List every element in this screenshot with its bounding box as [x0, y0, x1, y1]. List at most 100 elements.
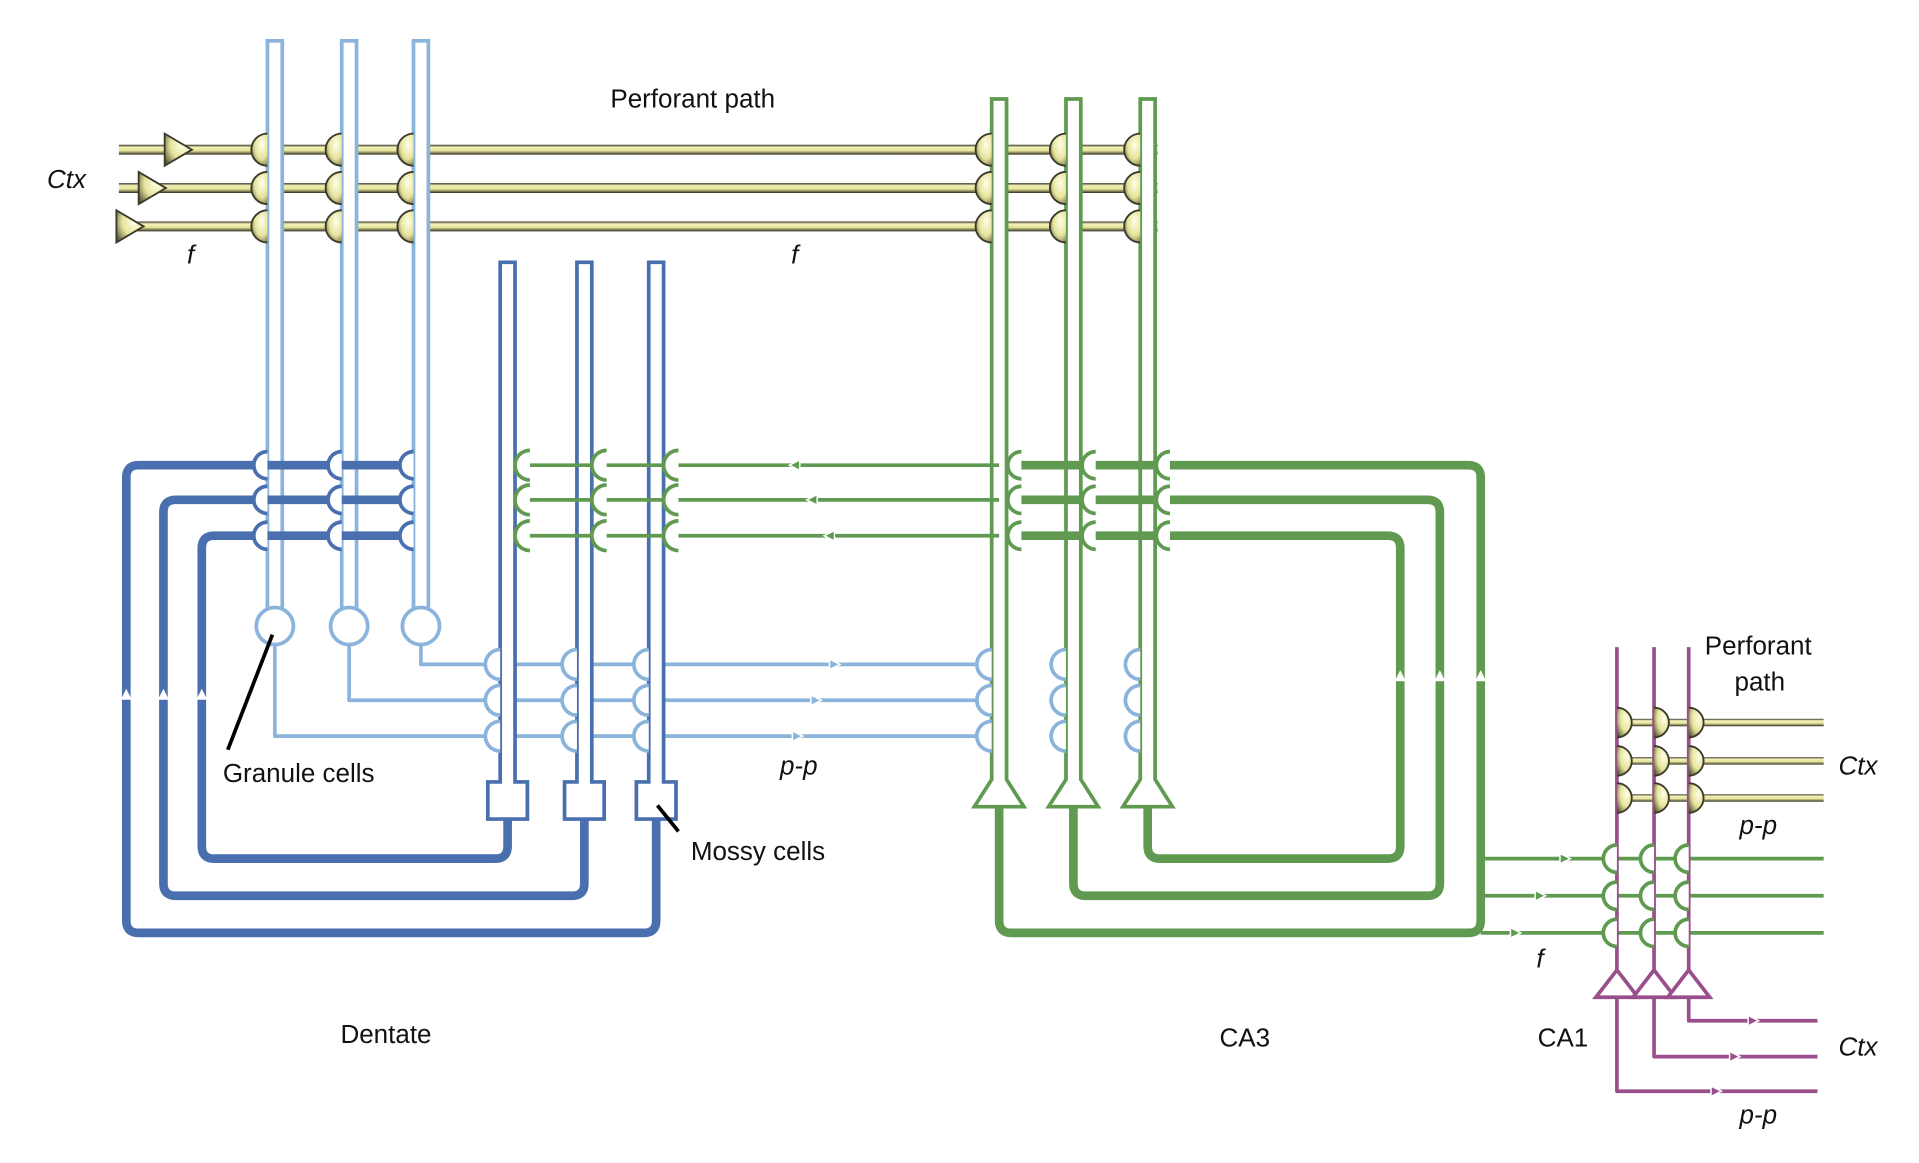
mossy-cells [120, 260, 678, 938]
recurrent-arrow-icon [1475, 670, 1487, 682]
granule-cells-label: Granule cells [223, 758, 375, 788]
schaffer-synapse [1601, 843, 1618, 875]
backprojection-arrow-icon [787, 458, 801, 472]
ca1-perforant-fibre [1616, 794, 1824, 802]
granule-mossy-synapse [560, 719, 578, 753]
granule-mossy-synapse [483, 683, 501, 717]
mossy-loop-axon [159, 495, 589, 901]
mossy-fibre-synapse [975, 683, 992, 717]
granule-soma [328, 605, 370, 647]
ca3-mossy-synapse [513, 448, 531, 482]
ca1-perforant-fibre [1616, 757, 1824, 765]
perforant-arrow-icon [137, 170, 168, 206]
mossy-fibre-synapse [1049, 647, 1067, 682]
mossy-fibre-synapse [975, 719, 992, 753]
mossy-fibre-synapse [1049, 683, 1067, 717]
mossy-cells-label: Mossy cells [691, 836, 825, 866]
mossy-granule-synapse [251, 449, 268, 481]
loop-arrow-icon [120, 688, 132, 700]
perforant-synapse [396, 132, 414, 167]
mossy-granule-synapse [398, 520, 414, 552]
perforant-synapse [324, 132, 342, 167]
perforant-synapse [250, 132, 268, 167]
mossy-fibre-synapse [1123, 719, 1141, 753]
perforant-arrow-icon [163, 131, 194, 168]
granule-mossy-synapse [560, 683, 578, 717]
mossy-cell [634, 260, 678, 821]
perforant-ca3-synapse [1048, 209, 1067, 244]
perforant-synapse [396, 209, 414, 244]
granule-soma [400, 605, 442, 647]
perforant-path-right-label-2: path [1735, 666, 1786, 696]
ctx-input-label: Ctx [47, 164, 87, 194]
ca3-mossy-synapse [590, 483, 607, 517]
recurrent-synapse [1154, 484, 1171, 516]
ca1-perforant-synapse [1654, 706, 1670, 739]
mossy-loop-axon [197, 531, 512, 863]
ca1-perforant-synapse [1688, 745, 1705, 777]
ca1-perforant-synapse [1616, 745, 1633, 777]
granule-soma [254, 605, 296, 647]
ca3-recurrent-collateral [1009, 495, 1445, 901]
perforant-ca3-synapse [1048, 171, 1067, 206]
granule-mossy-synapse [483, 719, 501, 753]
mossy-fibre-synapse [1049, 719, 1067, 753]
mossy-fibre-synapse [1123, 647, 1141, 682]
schaffer-synapse [1638, 917, 1655, 949]
schaffer-arrow-icon [1509, 926, 1523, 940]
mossy-granule-synapse [326, 520, 342, 552]
granule-mossy-synapse [560, 647, 578, 682]
ca3-recurrent-collateral [994, 460, 1486, 938]
ca1-output-arrow-icon [1747, 1014, 1761, 1028]
schaffer-synapse [1601, 917, 1618, 949]
recurrent-synapse [1005, 484, 1022, 516]
granule-mossy-synapse [632, 719, 649, 753]
pp-right-bottom-label: p-p [1738, 1099, 1777, 1129]
ca1-cells [1592, 647, 1824, 1098]
recurrent-synapse [1080, 449, 1096, 481]
perforant-ca3-synapse [1123, 171, 1141, 206]
granule-cells-pointer [226, 634, 275, 751]
mossy-granule-synapse [326, 484, 342, 516]
axon-arrow-icon [791, 729, 805, 743]
ca1-output-axon [1686, 997, 1818, 1023]
recurrent-arrow-icon [1394, 670, 1406, 682]
ca3-pyramidal-cell [970, 97, 1028, 809]
perforant-fibre [118, 221, 1158, 232]
ca1-perforant-synapse [1616, 782, 1633, 814]
ca1-output-axon [1615, 997, 1818, 1094]
ca3-mossy-synapse [513, 483, 531, 517]
granule-dendrite [265, 38, 285, 611]
perforant-synapse [250, 171, 268, 206]
granule-mossy-synapse [632, 683, 649, 717]
ca3-mossy-synapse [513, 519, 531, 553]
mossy-granule-synapse [326, 449, 342, 481]
loop-arrow-icon [157, 688, 169, 700]
ca1-perforant-synapse [1654, 782, 1670, 814]
schaffer-arrow-icon [1534, 889, 1548, 903]
schaffer-synapse [1638, 880, 1655, 912]
schaffer-arrow-icon [1559, 852, 1573, 866]
perforant-fibre [118, 183, 1158, 194]
ca1-perforant-synapse [1688, 782, 1705, 814]
recurrent-arrow-icon [1434, 670, 1446, 682]
perforant-ca3-synapse [1048, 132, 1067, 167]
recurrent-synapse [1005, 520, 1022, 552]
recurrent-synapse [1080, 484, 1096, 516]
granule-axon [419, 644, 991, 667]
perforant-path-right-label-1: Perforant [1705, 631, 1813, 661]
ca1-perforant-synapse [1688, 706, 1705, 739]
schaffer-synapse [1673, 880, 1689, 912]
perforant-arrow-icon [115, 208, 146, 245]
perforant-synapse [324, 171, 342, 206]
mossy-granule-synapse [251, 520, 268, 552]
ca3-mossy-synapse [661, 519, 679, 553]
perforant-ca3-synapse [974, 132, 992, 167]
loop-arrow-icon [196, 688, 208, 700]
granule-dendrite [411, 38, 431, 611]
perforant-ca3-synapse [1123, 209, 1141, 244]
fibre-label-mid: f [791, 240, 801, 270]
mossy-granule-synapse [398, 449, 414, 481]
